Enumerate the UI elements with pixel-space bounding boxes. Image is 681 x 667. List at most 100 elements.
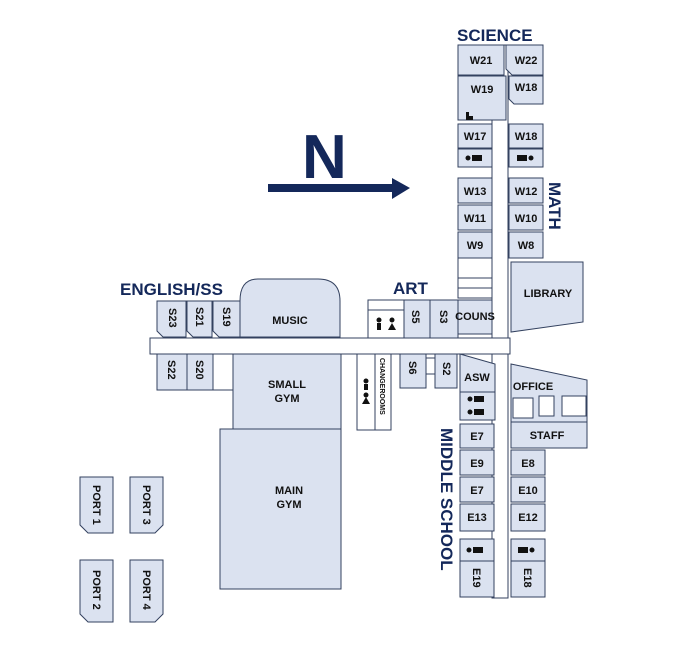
room-e12[interactable] xyxy=(510,503,546,532)
washroom-icon xyxy=(466,547,483,553)
room-w10[interactable] xyxy=(508,204,544,231)
room-e9-label: E9 xyxy=(470,458,483,470)
room-e9[interactable] xyxy=(459,449,495,476)
heading-math: MATH xyxy=(545,182,564,230)
room-s2-label: S2 xyxy=(440,362,452,375)
room-w21[interactable] xyxy=(457,44,505,76)
room-s21-label: S21 xyxy=(193,307,205,327)
room-w13-label: W13 xyxy=(464,186,487,198)
heading-middle-school: MIDDLE SCHOOL xyxy=(437,428,456,571)
room-s5-label: S5 xyxy=(409,310,421,323)
heading-science: SCIENCE xyxy=(457,26,533,45)
room-e10[interactable] xyxy=(510,476,546,503)
room-couns-label: COUNS xyxy=(455,311,495,323)
room-e12-label: E12 xyxy=(518,512,538,524)
room-w9[interactable] xyxy=(457,231,493,259)
washroom-icon xyxy=(467,396,484,415)
room-w13[interactable] xyxy=(457,177,493,204)
washroom-art xyxy=(367,299,405,339)
room-s20[interactable] xyxy=(186,353,214,391)
room-w8[interactable] xyxy=(508,231,544,259)
room-s5[interactable] xyxy=(403,299,431,339)
room-w11[interactable] xyxy=(457,204,493,231)
room-w21-label: W21 xyxy=(470,55,493,67)
storage-s20 xyxy=(212,353,234,391)
office-room-a xyxy=(512,397,534,419)
room-s19-label: S19 xyxy=(220,307,232,327)
room-staff[interactable] xyxy=(510,421,588,449)
room-w18-top-label: W18 xyxy=(515,82,538,94)
portable-4[interactable] xyxy=(129,559,164,623)
room-e7a[interactable] xyxy=(459,423,495,449)
room-w12[interactable] xyxy=(508,177,544,204)
room-e7b[interactable] xyxy=(459,476,495,503)
portable-1-label: PORT 1 xyxy=(90,485,102,525)
room-e18-label: E18 xyxy=(521,568,533,588)
office-room-c xyxy=(561,395,587,417)
room-w18[interactable] xyxy=(508,123,544,149)
room-s23[interactable] xyxy=(156,300,187,338)
room-music-label: MUSIC xyxy=(272,315,308,327)
room-library-label: LIBRARY xyxy=(524,288,573,300)
room-e7b-label: E7 xyxy=(470,485,483,497)
room-e13-label: E13 xyxy=(467,512,487,524)
room-s6-label: S6 xyxy=(406,361,418,374)
washroom-icon xyxy=(362,378,370,404)
east-wing-hallway xyxy=(491,353,509,599)
heading-english-ss: ENGLISH/SS xyxy=(120,280,223,299)
room-w22[interactable] xyxy=(505,44,544,76)
room-changerooms[interactable] xyxy=(356,353,392,431)
room-s3[interactable] xyxy=(429,299,459,339)
room-w8-label: W8 xyxy=(518,240,535,252)
room-w11-label: W11 xyxy=(464,213,486,225)
room-small-gym[interactable] xyxy=(232,353,342,430)
room-main-gym[interactable] xyxy=(219,428,342,590)
room-w19-label: W19 xyxy=(471,84,494,96)
north-arrow-icon xyxy=(268,178,410,199)
stairs-icon xyxy=(466,112,473,120)
portable-1[interactable] xyxy=(79,476,114,534)
room-s21[interactable] xyxy=(186,300,213,338)
room-w18-label: W18 xyxy=(515,131,538,143)
office-room-b xyxy=(538,395,555,417)
room-s20-label: S20 xyxy=(193,360,205,380)
room-e18[interactable] xyxy=(510,560,546,598)
room-main-gym-label: MAIN xyxy=(275,485,303,497)
room-s23-label: S23 xyxy=(166,308,178,328)
room-e10-label: E10 xyxy=(518,485,538,497)
room-w18-top[interactable] xyxy=(508,75,544,105)
room-w17[interactable] xyxy=(457,123,493,149)
room-s22[interactable] xyxy=(156,353,188,391)
room-s2[interactable] xyxy=(434,353,458,389)
room-s19[interactable] xyxy=(212,300,241,338)
room-w17-label: W17 xyxy=(464,131,487,143)
main-hallway xyxy=(149,337,511,355)
room-w22-label: W22 xyxy=(515,55,538,67)
room-w9-label: W9 xyxy=(467,240,484,252)
room-s3-label: S3 xyxy=(437,310,449,323)
room-e19-label: E19 xyxy=(470,568,482,588)
heading-art: ART xyxy=(393,279,429,298)
washroom-icon xyxy=(517,155,534,161)
room-small-gym-label: SMALL xyxy=(268,379,306,391)
washroom-icon xyxy=(465,155,482,161)
room-e8[interactable] xyxy=(510,449,546,476)
room-music[interactable] xyxy=(239,278,341,338)
room-w10-label: W10 xyxy=(515,213,538,225)
room-couns[interactable] xyxy=(457,299,493,335)
room-e19[interactable] xyxy=(459,560,495,598)
room-library[interactable] xyxy=(510,261,584,333)
washroom-icon xyxy=(518,547,535,553)
room-changerooms-label: CHANGEROOMS xyxy=(378,358,385,415)
portable-2[interactable] xyxy=(79,559,114,623)
room-main-gym-label-2: GYM xyxy=(276,499,301,511)
room-w19[interactable] xyxy=(457,75,507,121)
room-s6[interactable] xyxy=(399,353,427,389)
portable-3[interactable] xyxy=(129,476,164,534)
portable-3-label: PORT 3 xyxy=(140,485,152,525)
room-office-label: OFFICE xyxy=(513,381,553,393)
room-s22-label: S22 xyxy=(165,360,177,380)
room-e13[interactable] xyxy=(459,503,495,532)
north-letter: N xyxy=(302,123,347,192)
